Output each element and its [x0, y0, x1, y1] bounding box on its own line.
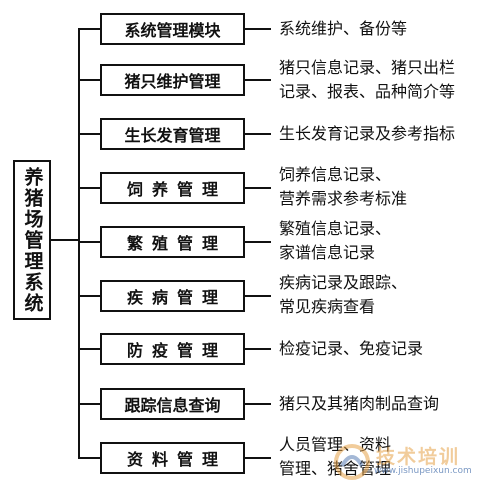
module-desc: 系统维护、备份等 [279, 19, 408, 38]
root-node: 养猪场管理系统 [13, 160, 51, 320]
module-label: 饲养管理 [126, 180, 227, 199]
module-disease: 疾病管理 [100, 280, 245, 312]
desc-connector [245, 348, 271, 350]
trunk-line [78, 28, 80, 459]
desc-connector [245, 79, 271, 81]
branch-line [78, 133, 100, 135]
module-feeding: 饲养管理 [100, 172, 245, 204]
module-label: 繁殖管理 [126, 234, 227, 253]
module-desc: 猪只信息记录、猪只出栏 记录、报表、品种简介等 [279, 58, 456, 101]
module-desc: 检疫记录、免疫记录 [279, 339, 424, 358]
module-label: 生长发育管理 [124, 126, 221, 145]
branch-line [78, 187, 100, 189]
branch-line [78, 79, 100, 81]
branch-line [78, 28, 100, 30]
branch-line [78, 403, 100, 405]
module-label: 猪只维护管理 [124, 72, 221, 91]
desc-connector [245, 187, 271, 189]
module-label: 疾病管理 [126, 288, 227, 307]
module-desc: 疾病记录及跟踪、 常见疾病查看 [279, 273, 408, 316]
module-label: 防疫管理 [126, 341, 227, 360]
module-breeding: 繁殖管理 [100, 226, 245, 258]
desc-connector [245, 133, 271, 135]
module-desc: 繁殖信息记录、 家谱信息记录 [279, 219, 392, 262]
module-data: 资料管理 [100, 442, 245, 474]
branch-line [78, 295, 100, 297]
branch-line [78, 241, 100, 243]
desc-connector [245, 28, 271, 30]
module-desc: 饲养信息记录、 营养需求参考标准 [279, 165, 408, 208]
module-desc: 生长发育记录及参考指标 [279, 124, 456, 143]
desc-connector [245, 241, 271, 243]
module-epidemic-prevention: 防疫管理 [100, 333, 245, 365]
module-label: 系统管理模块 [124, 21, 221, 40]
branch-line [78, 457, 100, 459]
module-pig-maintenance: 猪只维护管理 [100, 64, 245, 96]
desc-connector [245, 457, 271, 459]
module-desc: 人员管理、资料 管理、猪舍管理 [279, 435, 392, 478]
module-system: 系统管理模块 [100, 13, 245, 45]
desc-connector [245, 403, 271, 405]
module-growth: 生长发育管理 [100, 118, 245, 150]
module-desc: 猪只及其猪肉制品查询 [279, 394, 440, 413]
root-label: 养猪场管理系统 [21, 166, 44, 314]
branch-line [78, 348, 100, 350]
desc-connector [245, 295, 271, 297]
module-tracking-query: 跟踪信息查询 [100, 388, 245, 420]
root-connector [51, 239, 79, 241]
module-label: 资料管理 [126, 450, 227, 469]
module-label: 跟踪信息查询 [124, 396, 221, 415]
